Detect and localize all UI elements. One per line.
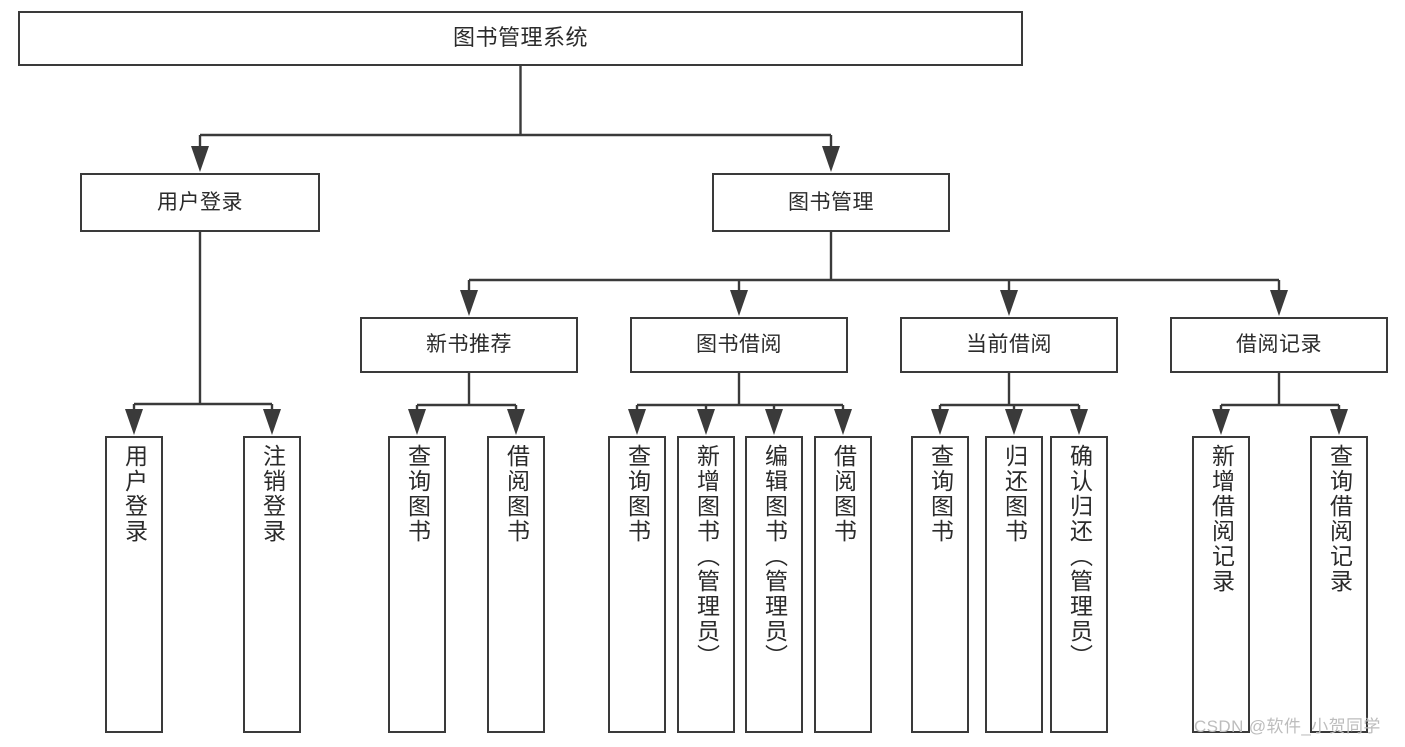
arrow-head-icon-leaf-user-logout <box>263 409 281 435</box>
arrow-head-icon-leaf-cl-return <box>1005 409 1023 435</box>
node-leaf-cl-query[interactable]: 查询图书 <box>911 436 969 733</box>
node-leaf-rec-query[interactable]: 查询图书 <box>388 436 446 733</box>
arrow-head-icon-leaf-bb-borrow <box>834 409 852 435</box>
node-leaf-user-logout[interactable]: 注销登录 <box>243 436 301 733</box>
node-book-borrow[interactable]: 图书借阅 <box>630 317 848 373</box>
arrow-head-icon-new-book-rec <box>460 290 478 316</box>
node-label-root: 图书管理系统 <box>452 25 588 51</box>
node-label-leaf-user-logout: 注销登录 <box>259 444 286 544</box>
node-book-manage[interactable]: 图书管理 <box>712 173 950 232</box>
arrow-head-icon-current-loan <box>1000 290 1018 316</box>
node-label-loan-record: 借阅记录 <box>1236 333 1322 357</box>
arrow-head-icon-leaf-rec-query <box>408 409 426 435</box>
node-leaf-lr-add[interactable]: 新增借阅记录 <box>1192 436 1250 733</box>
arrow-head-icon-book-manage <box>822 146 840 172</box>
arrow-head-icon-leaf-user-login <box>125 409 143 435</box>
node-current-loan[interactable]: 当前借阅 <box>900 317 1118 373</box>
arrow-head-icon-loan-record <box>1270 290 1288 316</box>
node-leaf-bb-add[interactable]: 新增图书（管理员） <box>677 436 735 733</box>
node-label-leaf-bb-edit: 编辑图书（管理员） <box>761 444 788 669</box>
node-leaf-bb-borrow[interactable]: 借阅图书 <box>814 436 872 733</box>
node-leaf-lr-query[interactable]: 查询借阅记录 <box>1310 436 1368 733</box>
node-loan-record[interactable]: 借阅记录 <box>1170 317 1388 373</box>
arrow-head-icon-leaf-cl-confirm <box>1070 409 1088 435</box>
node-label-leaf-lr-add: 新增借阅记录 <box>1208 444 1235 594</box>
node-label-leaf-cl-confirm: 确认归还（管理员） <box>1066 444 1093 669</box>
node-root[interactable]: 图书管理系统 <box>18 11 1023 66</box>
node-leaf-cl-return[interactable]: 归还图书 <box>985 436 1043 733</box>
arrow-head-icon-book-borrow <box>730 290 748 316</box>
arrow-head-icon-leaf-rec-borrow <box>507 409 525 435</box>
arrow-head-icon-user-login <box>191 146 209 172</box>
node-label-leaf-cl-return: 归还图书 <box>1001 444 1028 544</box>
node-label-leaf-bb-borrow: 借阅图书 <box>830 444 857 544</box>
arrow-head-icon-leaf-cl-query <box>931 409 949 435</box>
node-label-leaf-bb-add: 新增图书（管理员） <box>693 444 720 669</box>
node-leaf-cl-confirm[interactable]: 确认归还（管理员） <box>1050 436 1108 733</box>
arrow-head-icon-leaf-lr-query <box>1330 409 1348 435</box>
node-label-book-borrow: 图书借阅 <box>696 333 782 357</box>
arrow-head-icon-leaf-lr-add <box>1212 409 1230 435</box>
node-label-leaf-cl-query: 查询图书 <box>927 444 954 544</box>
arrow-head-icon-leaf-bb-edit <box>765 409 783 435</box>
node-label-current-loan: 当前借阅 <box>966 333 1052 357</box>
node-label-leaf-user-login: 用户登录 <box>121 444 148 544</box>
node-leaf-bb-query[interactable]: 查询图书 <box>608 436 666 733</box>
node-leaf-user-login[interactable]: 用户登录 <box>105 436 163 733</box>
node-user-login[interactable]: 用户登录 <box>80 173 320 232</box>
node-label-leaf-lr-query: 查询借阅记录 <box>1326 444 1353 594</box>
node-leaf-bb-edit[interactable]: 编辑图书（管理员） <box>745 436 803 733</box>
arrow-head-icon-leaf-bb-query <box>628 409 646 435</box>
arrow-head-icon-leaf-bb-add <box>697 409 715 435</box>
node-label-leaf-rec-borrow: 借阅图书 <box>503 444 530 544</box>
node-label-user-login: 用户登录 <box>157 190 243 214</box>
node-label-new-book-rec: 新书推荐 <box>426 333 512 357</box>
node-leaf-rec-borrow[interactable]: 借阅图书 <box>487 436 545 733</box>
node-label-leaf-rec-query: 查询图书 <box>404 444 431 544</box>
node-label-book-manage: 图书管理 <box>788 190 874 214</box>
node-new-book-rec[interactable]: 新书推荐 <box>360 317 578 373</box>
node-label-leaf-bb-query: 查询图书 <box>624 444 651 544</box>
